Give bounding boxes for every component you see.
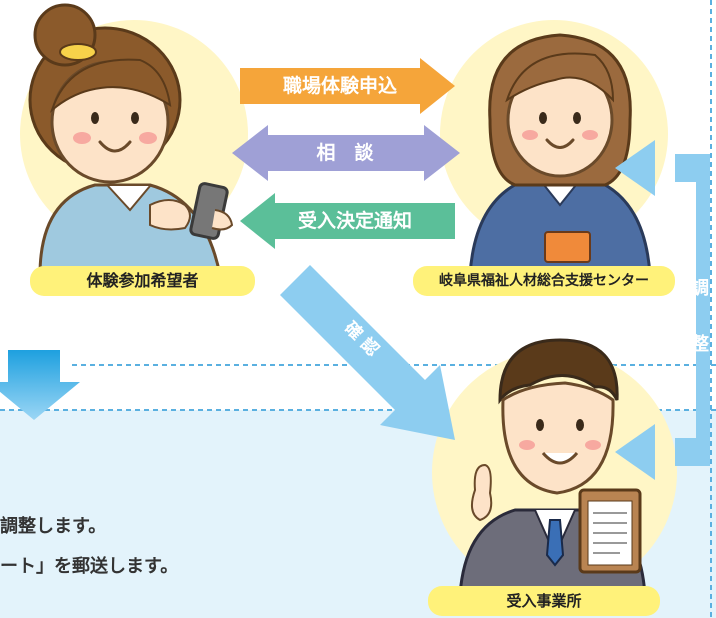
host-label: 受入事業所 bbox=[428, 586, 660, 616]
coordinate-arrow bbox=[615, 140, 710, 480]
bottom-text-line1: 調整します。 bbox=[0, 516, 107, 537]
bottom-text-line2: ート」を郵送します。 bbox=[0, 556, 179, 577]
applicant-illustration bbox=[28, 3, 234, 275]
center-staff-illustration bbox=[468, 33, 652, 275]
center-label: 岐阜県福祉人材総合支援センター bbox=[413, 266, 675, 296]
coordinate-label: 調 整 bbox=[688, 278, 709, 369]
consult-label: 相 談 bbox=[316, 142, 374, 164]
host-staff-illustration bbox=[458, 338, 647, 595]
apply-label: 職場体験申込 bbox=[282, 75, 397, 97]
consult-arrow bbox=[232, 125, 460, 181]
down-arrow-icon bbox=[0, 350, 80, 420]
decision-arrow bbox=[240, 193, 455, 249]
apply-arrow bbox=[240, 58, 455, 114]
confirm-arrow bbox=[280, 265, 455, 440]
applicant-label: 体験参加希望者 bbox=[30, 266, 255, 296]
decision-label: 受入決定通知 bbox=[297, 210, 412, 232]
